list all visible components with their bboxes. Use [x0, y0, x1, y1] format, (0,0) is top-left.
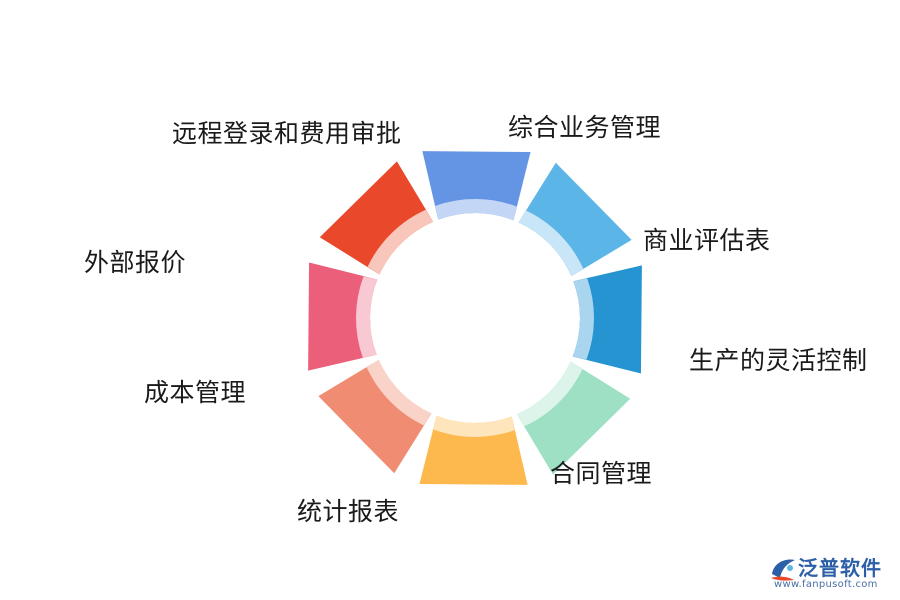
fanpu-logo-icon	[771, 559, 795, 581]
ring-segment-inner-band-6	[356, 276, 378, 358]
segment-label-contract-management: 合同管理	[550, 459, 653, 488]
brand-logo: 泛普软件 www.fanpusoft.com	[768, 552, 894, 596]
ring-segment-1	[518, 162, 632, 277]
ring-segment-7	[319, 161, 434, 275]
ring-segment-inner-band-1	[518, 210, 584, 277]
brand-url: www.fanpusoft.com	[774, 579, 878, 590]
ring-segment-6	[308, 262, 378, 371]
segment-label-business-evaluation: 商业评估表	[643, 226, 771, 255]
ring-segment-5	[318, 359, 432, 474]
ring-segment-inner-band-7	[367, 209, 434, 275]
ring-center	[371, 214, 579, 422]
segment-label-integrated-business: 综合业务管理	[508, 113, 662, 142]
ring-segment-4	[419, 415, 528, 485]
ring-segment-inner-band-4	[433, 415, 515, 438]
ring-segment-2	[572, 265, 642, 374]
brand-name: 泛普软件	[798, 556, 882, 580]
ring-segment-fill-7	[319, 161, 434, 275]
ring-segment-inner-band-5	[366, 359, 432, 426]
segment-label-cost-management: 成本管理	[144, 378, 247, 407]
segment-label-external-quotation: 外部报价	[84, 248, 187, 277]
ring-segment-0	[422, 151, 531, 221]
ring-segment-fill-5	[318, 359, 432, 474]
segment-label-statistical-reports: 统计报表	[297, 497, 400, 526]
segment-label-remote-login-approval: 远程登录和费用审批	[172, 119, 402, 148]
ring-segment-3	[516, 361, 631, 475]
ring-segment-fill-1	[518, 162, 632, 277]
ring-segment-inner-band-2	[572, 278, 594, 360]
ring-segment-inner-band-3	[516, 361, 583, 427]
segment-label-production-control: 生产的灵活控制	[689, 346, 868, 375]
ring-segment-inner-band-0	[435, 199, 517, 221]
ring-segment-fill-3	[516, 361, 631, 475]
